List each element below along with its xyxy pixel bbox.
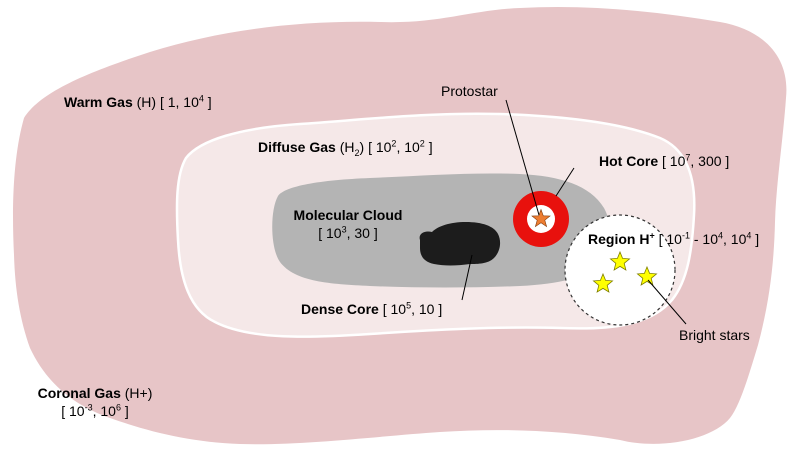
coronal-gas-label: Coronal Gas (H+) [ 10-3, 106 ] [37, 385, 153, 419]
star-icon [609, 250, 631, 271]
protostar-leader [505, 99, 540, 216]
warm-gas-label: Warm Gas (H) [ 1, 104 ] [64, 93, 212, 110]
hot-core-leader [555, 167, 575, 197]
bright-stars-leader [647, 279, 687, 325]
dense-core-blob [419, 222, 501, 266]
hot-core-label: Hot Core [ 107, 300 ] [599, 152, 730, 169]
dense-core-leader [461, 254, 473, 301]
diffuse-gas-label: Diffuse Gas (H2) [ 102, 102 ] [258, 138, 433, 158]
region-h-label: Region H+ [ 10-1 - 104, 104 ] [588, 230, 760, 247]
bright-stars-label: Bright stars [679, 327, 750, 343]
star-icon [592, 272, 614, 293]
star-icon [531, 208, 551, 228]
star-icon [636, 265, 658, 286]
protostar-label: Protostar [441, 83, 498, 99]
region-h-plus [564, 214, 676, 326]
dense-core-label: Dense Core [ 105, 10 ] [301, 300, 443, 317]
molecular-cloud-label: Molecular Cloud [ 103, 30 ] [293, 207, 403, 241]
